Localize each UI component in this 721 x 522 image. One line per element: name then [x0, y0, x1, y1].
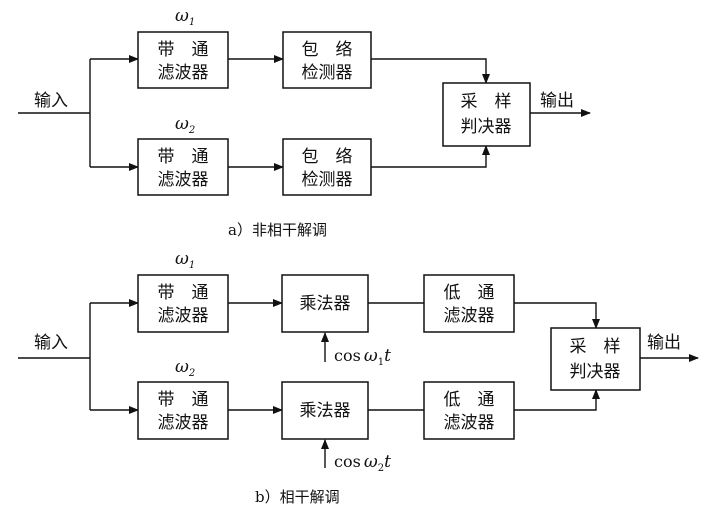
diagram-b-bandpass-filter-2: 带 通 滤波器	[137, 381, 229, 440]
svg-text:带 通: 带 通	[158, 147, 209, 167]
diagram-a-sampling-decision: 采 样 判决器	[442, 82, 531, 147]
diagram-a-bandpass-filter-2: 带 通 滤波器	[137, 138, 229, 196]
diagram-b-omega2: ω2	[175, 357, 195, 379]
svg-text:滤波器: 滤波器	[158, 413, 209, 433]
diagram-a-envelope-detector-2: 包 络 检测器	[282, 138, 372, 196]
diagram-a-bandpass-filter-1: 带 通 滤波器	[137, 31, 229, 89]
svg-text:判决器: 判决器	[461, 117, 512, 137]
diagram-a-envelope-detector-1: 包 络 检测器	[282, 31, 372, 89]
svg-text:低 通: 低 通	[444, 390, 495, 410]
diagram-b-omega1: ω1	[175, 249, 195, 271]
svg-text:判决器: 判决器	[570, 362, 621, 382]
svg-text:采 样: 采 样	[570, 337, 621, 357]
svg-text:滤波器: 滤波器	[158, 306, 209, 326]
diagram-b-bandpass-filter-1: 带 通 滤波器	[137, 274, 229, 333]
diagram-a: 输入 输出 ω1 ω2 带 通 滤波器 带 通 滤波器 包 络 检测器 包 络 …	[18, 6, 591, 239]
diagram-a-omega2: ω2	[175, 114, 195, 136]
diagram-b-lowpass-filter-2: 低 通 滤波器	[423, 381, 515, 440]
svg-text:采 样: 采 样	[461, 92, 512, 112]
diagram-b-sampling-decision: 采 样 判决器	[550, 327, 641, 391]
diagram-b-input-label: 输入	[34, 333, 68, 353]
diagram-b-multiplier-2: 乘法器	[281, 381, 369, 440]
svg-text:带 通: 带 通	[158, 40, 209, 60]
diagram-b-output-label: 输出	[647, 333, 681, 353]
diagram-b-multiplier-1: 乘法器	[281, 274, 369, 333]
svg-text:低 通: 低 通	[444, 283, 495, 303]
svg-text:包 络: 包 络	[302, 147, 353, 167]
diagram-b-caption: b）相干解调	[255, 488, 340, 506]
diagram-a-omega1: ω1	[175, 6, 195, 28]
svg-text:检测器: 检测器	[302, 63, 353, 83]
svg-text:滤波器: 滤波器	[444, 413, 495, 433]
svg-text:滤波器: 滤波器	[158, 170, 209, 190]
diagram-b-wires	[18, 299, 699, 468]
svg-text:乘法器: 乘法器	[300, 294, 351, 314]
svg-text:滤波器: 滤波器	[158, 63, 209, 83]
svg-text:检测器: 检测器	[302, 170, 353, 190]
diagram-b: 输入 输出 ω1 ω2 带 通 滤波器 带 通 滤波器 乘法器 乘法器 低 通 …	[18, 249, 699, 506]
diagram-b-lowpass-filter-1: 低 通 滤波器	[423, 274, 515, 333]
diagram-a-output-label: 输出	[540, 91, 574, 111]
diagram-a-caption: a）非相干解调	[228, 221, 327, 239]
svg-text:乘法器: 乘法器	[300, 401, 351, 421]
svg-text:滤波器: 滤波器	[444, 306, 495, 326]
svg-text:带 通: 带 通	[158, 390, 209, 410]
diagram-a-wires	[18, 55, 591, 171]
svg-text:包 络: 包 络	[302, 40, 353, 60]
diagram-a-input-label: 输入	[34, 91, 68, 111]
svg-text:带 通: 带 通	[158, 283, 209, 303]
